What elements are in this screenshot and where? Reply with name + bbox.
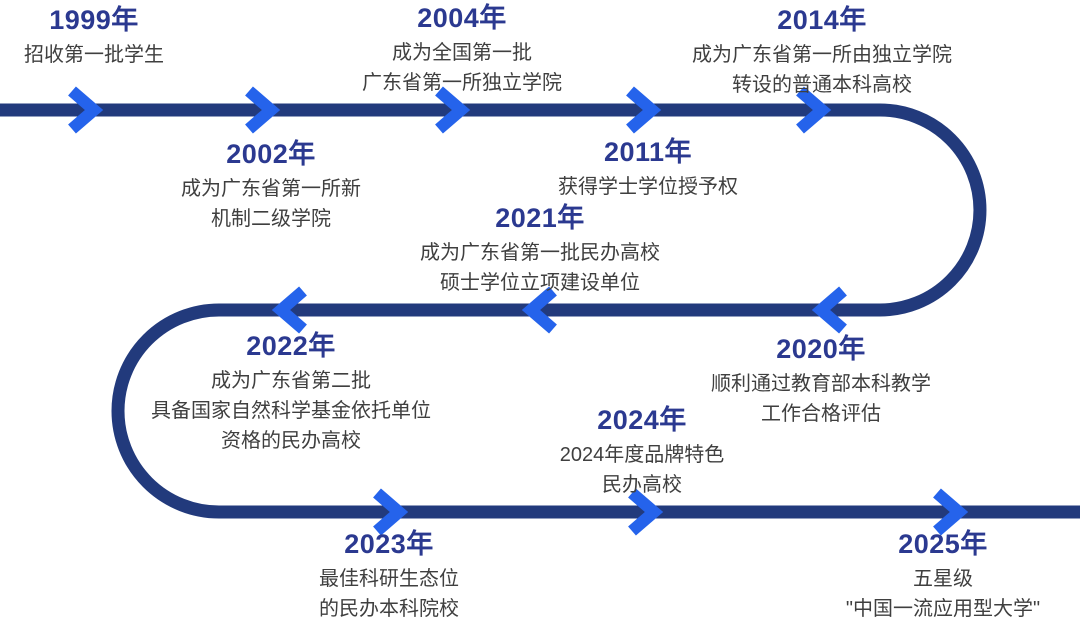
milestone-2014: 2014年 成为广东省第一所由独立学院 转设的普通本科高校 bbox=[692, 4, 952, 100]
milestone-2025: 2025年 五星级 "中国一流应用型大学" bbox=[846, 528, 1040, 624]
milestone-description-line: 成为全国第一批 bbox=[392, 42, 532, 64]
milestone-description-line: 获得学士学位授予权 bbox=[558, 176, 738, 198]
milestone-description-line: 2024年度品牌特色 bbox=[559, 444, 725, 466]
milestone-description-line: 转设的普通本科高校 bbox=[732, 74, 912, 96]
year-label: 1999年 bbox=[49, 5, 139, 35]
year-label: 2025年 bbox=[898, 529, 988, 559]
year-label: 2020年 bbox=[776, 334, 866, 364]
milestone-description-line: 机制二级学院 bbox=[211, 208, 331, 230]
milestone-2002: 2002年 成为广东省第一所新 机制二级学院 bbox=[181, 138, 361, 234]
arrow-right-icon bbox=[68, 86, 104, 134]
milestone-2021: 2021年 成为广东省第一批民办高校 硕士学位立项建设单位 bbox=[420, 202, 660, 298]
milestone-description-line: 成为广东省第二批 bbox=[211, 370, 371, 392]
year-label: 2004年 bbox=[417, 3, 507, 33]
milestone-2004: 2004年 成为全国第一批 广东省第一所独立学院 bbox=[362, 2, 562, 98]
timeline-path bbox=[0, 103, 1080, 519]
arrow-left-icon bbox=[521, 286, 557, 334]
milestone-2024: 2024年 2024年度品牌特色 民办高校 bbox=[560, 404, 725, 500]
milestone-2011: 2011年 获得学士学位授予权 bbox=[558, 136, 738, 202]
milestone-description-line: 顺利通过教育部本科教学 bbox=[711, 373, 931, 395]
milestone-description-line: 五星级 bbox=[912, 568, 973, 590]
arrow-left-icon bbox=[811, 286, 847, 334]
milestone-1999: 1999年 招收第一批学生 bbox=[24, 4, 164, 70]
milestone-description-line: 成为广东省第一批民办高校 bbox=[420, 242, 660, 264]
arrow-right-icon bbox=[796, 86, 832, 134]
arrow-right-icon bbox=[626, 86, 662, 134]
milestone-2020: 2020年 顺利通过教育部本科教学 工作合格评估 bbox=[711, 333, 931, 429]
milestone-description-line: 具备国家自然科学基金依托单位 bbox=[151, 400, 431, 422]
year-label: 2011年 bbox=[603, 137, 693, 167]
arrow-right-icon bbox=[435, 86, 471, 134]
milestone-description-line: 硕士学位立项建设单位 bbox=[440, 272, 640, 294]
milestone-description-line: 成为广东省第一所由独立学院 bbox=[692, 44, 952, 66]
milestone-description-line: 工作合格评估 bbox=[761, 403, 881, 425]
arrow-left-icon bbox=[271, 286, 307, 334]
year-label: 2023年 bbox=[344, 529, 434, 559]
arrow-right-icon bbox=[373, 488, 409, 536]
milestone-description-line: 民办高校 bbox=[602, 474, 682, 496]
milestone-description-line: 的民办本科院校 bbox=[319, 598, 459, 620]
milestone-2022: 2022年 成为广东省第二批 具备国家自然科学基金依托单位 资格的民办高校 bbox=[151, 330, 431, 456]
milestone-description-line: 成为广东省第一所新 bbox=[181, 178, 361, 200]
year-label: 2022年 bbox=[246, 331, 336, 361]
milestone-description-line: 招收第一批学生 bbox=[24, 44, 164, 66]
year-label: 2002年 bbox=[226, 139, 316, 169]
milestone-description-line: "中国一流应用型大学" bbox=[845, 598, 1041, 620]
year-label: 2014年 bbox=[777, 5, 867, 35]
milestone-description-line: 广东省第一所独立学院 bbox=[362, 72, 562, 94]
arrow-right-icon bbox=[628, 488, 664, 536]
milestone-description-line: 资格的民办高校 bbox=[221, 430, 361, 452]
arrow-right-icon bbox=[245, 86, 281, 134]
year-label: 2024年 bbox=[597, 405, 687, 435]
milestone-description-line: 最佳科研生态位 bbox=[319, 568, 459, 590]
milestone-2023: 2023年 最佳科研生态位 的民办本科院校 bbox=[319, 528, 459, 624]
arrow-right-icon bbox=[933, 488, 969, 536]
year-label: 2021年 bbox=[495, 203, 585, 233]
